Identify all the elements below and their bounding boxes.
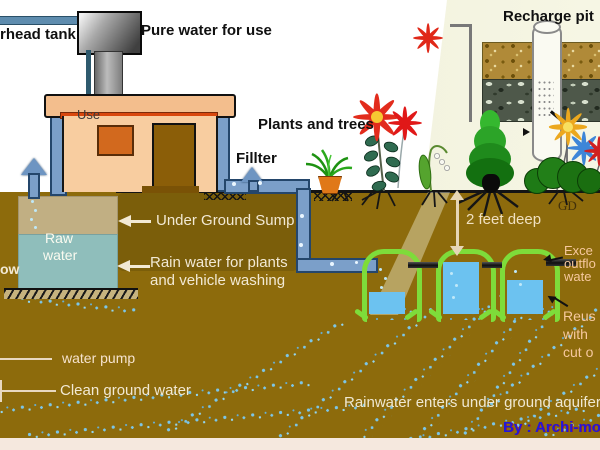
reuse-line2: with (563, 326, 588, 342)
pure-water-label: Pure water for use (141, 22, 272, 39)
sump-hatch-bar (4, 288, 138, 299)
byline: By : Archi-mo (503, 419, 600, 436)
bush (524, 154, 600, 194)
water-bubble (299, 243, 303, 247)
lily-plant (418, 145, 450, 192)
raw-water-line2: water (43, 247, 78, 263)
overhead-tank-label: rhead tank (0, 26, 76, 43)
reuse-line3: cut o (563, 344, 594, 360)
black-left-arrow-icon (542, 254, 552, 264)
gd-fragment: GD (558, 198, 577, 213)
double-arrow-down-icon (450, 246, 464, 256)
drip (30, 218, 33, 221)
arrow-stem (128, 265, 150, 268)
blue-flower-icon (567, 130, 600, 165)
ground-surface-line (116, 190, 600, 193)
bubble (519, 283, 522, 286)
double-arrow-up-icon (450, 190, 464, 200)
inlet-pipe (0, 16, 79, 25)
under-ground-sump-label: Under Ground Sump (156, 212, 295, 229)
filter-arrow-stem (248, 180, 259, 192)
depth-arrow-line (456, 198, 459, 248)
tree-trunk (482, 174, 500, 193)
house-door (152, 123, 196, 191)
filter-label: Fillter (236, 150, 277, 167)
red-flower-plant (363, 123, 406, 192)
bubble (380, 286, 383, 289)
red-flower-icon (413, 22, 443, 53)
fern-fronds (305, 149, 353, 178)
excess-line2: outflo (564, 256, 596, 271)
left-arrow-icon (118, 215, 131, 227)
leader-line (0, 358, 52, 360)
water-bubble (300, 214, 304, 218)
bubble (455, 284, 458, 287)
two-feet-deep-label: 2 feet deep (466, 211, 542, 228)
drip (34, 209, 37, 212)
excess-line3: wate (564, 269, 592, 284)
rain-water-label-line1: Rain water for plants (150, 254, 288, 271)
house-window (97, 125, 134, 156)
house-use-label: Use (77, 107, 101, 122)
recharge-container (500, 249, 560, 322)
red-flower-icon (584, 135, 600, 166)
bubble (379, 268, 382, 271)
sump-raw-water (18, 234, 118, 290)
ground-hatch (314, 193, 352, 201)
excess-line1: Exce (564, 243, 593, 258)
clean-ground-water-label: Clean ground water (60, 382, 191, 399)
connector-pipe (408, 262, 438, 268)
door-step (142, 186, 199, 193)
water-bubble (258, 181, 262, 185)
red-flower-icon (388, 105, 422, 140)
bubble (514, 270, 517, 273)
arrow-stem (129, 220, 151, 223)
connector-pipe (482, 262, 502, 268)
drip (31, 200, 34, 203)
aquifers-label: Rainwater enters under ground aquifers (344, 394, 600, 411)
outflow-pipe (546, 259, 576, 266)
tube-perforations (537, 80, 554, 118)
leader-line (0, 390, 56, 392)
raw-water-line1: Raw (45, 230, 74, 246)
water-bubble (232, 182, 236, 186)
left-arrow-icon (117, 260, 130, 272)
water-pump-label: water pump (62, 350, 136, 366)
bubble (452, 296, 455, 299)
tank-pillar (94, 51, 123, 99)
water-bubble (330, 262, 334, 266)
recharge-container (362, 249, 422, 322)
ground-shade (116, 193, 300, 271)
bubble (384, 277, 387, 280)
drain-pipe-horizontal (224, 179, 310, 194)
red-flower-icon (353, 92, 401, 141)
pump-up-arrow-icon (21, 158, 47, 175)
recharge-container (436, 249, 496, 322)
water-bubble (355, 261, 358, 264)
pump-arrow-stem (28, 173, 40, 199)
tube-valve-tick (523, 128, 530, 136)
roots (331, 190, 584, 217)
filter-up-arrow-icon (241, 167, 263, 182)
reuse-line1: Reus (563, 308, 596, 324)
tube-top-ellipse (533, 20, 561, 34)
plants-trees-label: Plants and trees (258, 116, 374, 133)
bottom-strip (0, 438, 600, 450)
bubble (450, 272, 453, 275)
pit-inlet-pipe-h (450, 24, 472, 27)
ground-hatch (204, 192, 246, 200)
overflow-fragment: ow (0, 261, 20, 277)
tank-down-pipe (86, 50, 91, 124)
rain-water-label-line2: and vehicle washing (150, 272, 286, 289)
pit-inlet-pipe-v (469, 24, 472, 122)
recharge-pit-label: Recharge pit (503, 8, 594, 25)
drip (34, 226, 37, 229)
orange-flower-icon (549, 107, 587, 146)
